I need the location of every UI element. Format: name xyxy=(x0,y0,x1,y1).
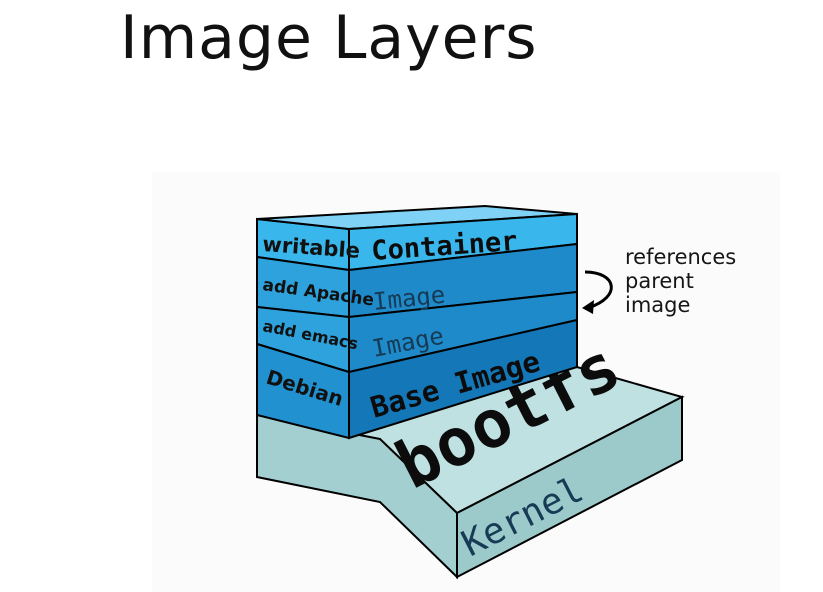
curved-arrow-icon xyxy=(584,270,613,310)
front-face-base-image xyxy=(348,318,578,440)
layer-stack: writable add Apache add emacs Debian Con… xyxy=(256,204,578,440)
image-layers-diagram: Kernel bootfs writable add Apache add em… xyxy=(152,172,780,592)
slide-title: Image Layers xyxy=(120,3,538,73)
annotation-line-1: references xyxy=(625,245,736,269)
kernel-right-face xyxy=(456,395,683,579)
annotation-line-2: parent xyxy=(625,269,694,293)
arrowhead-icon xyxy=(582,300,594,314)
annotation-line-3: image xyxy=(625,293,690,317)
references-annotation: references parent image xyxy=(582,245,736,317)
